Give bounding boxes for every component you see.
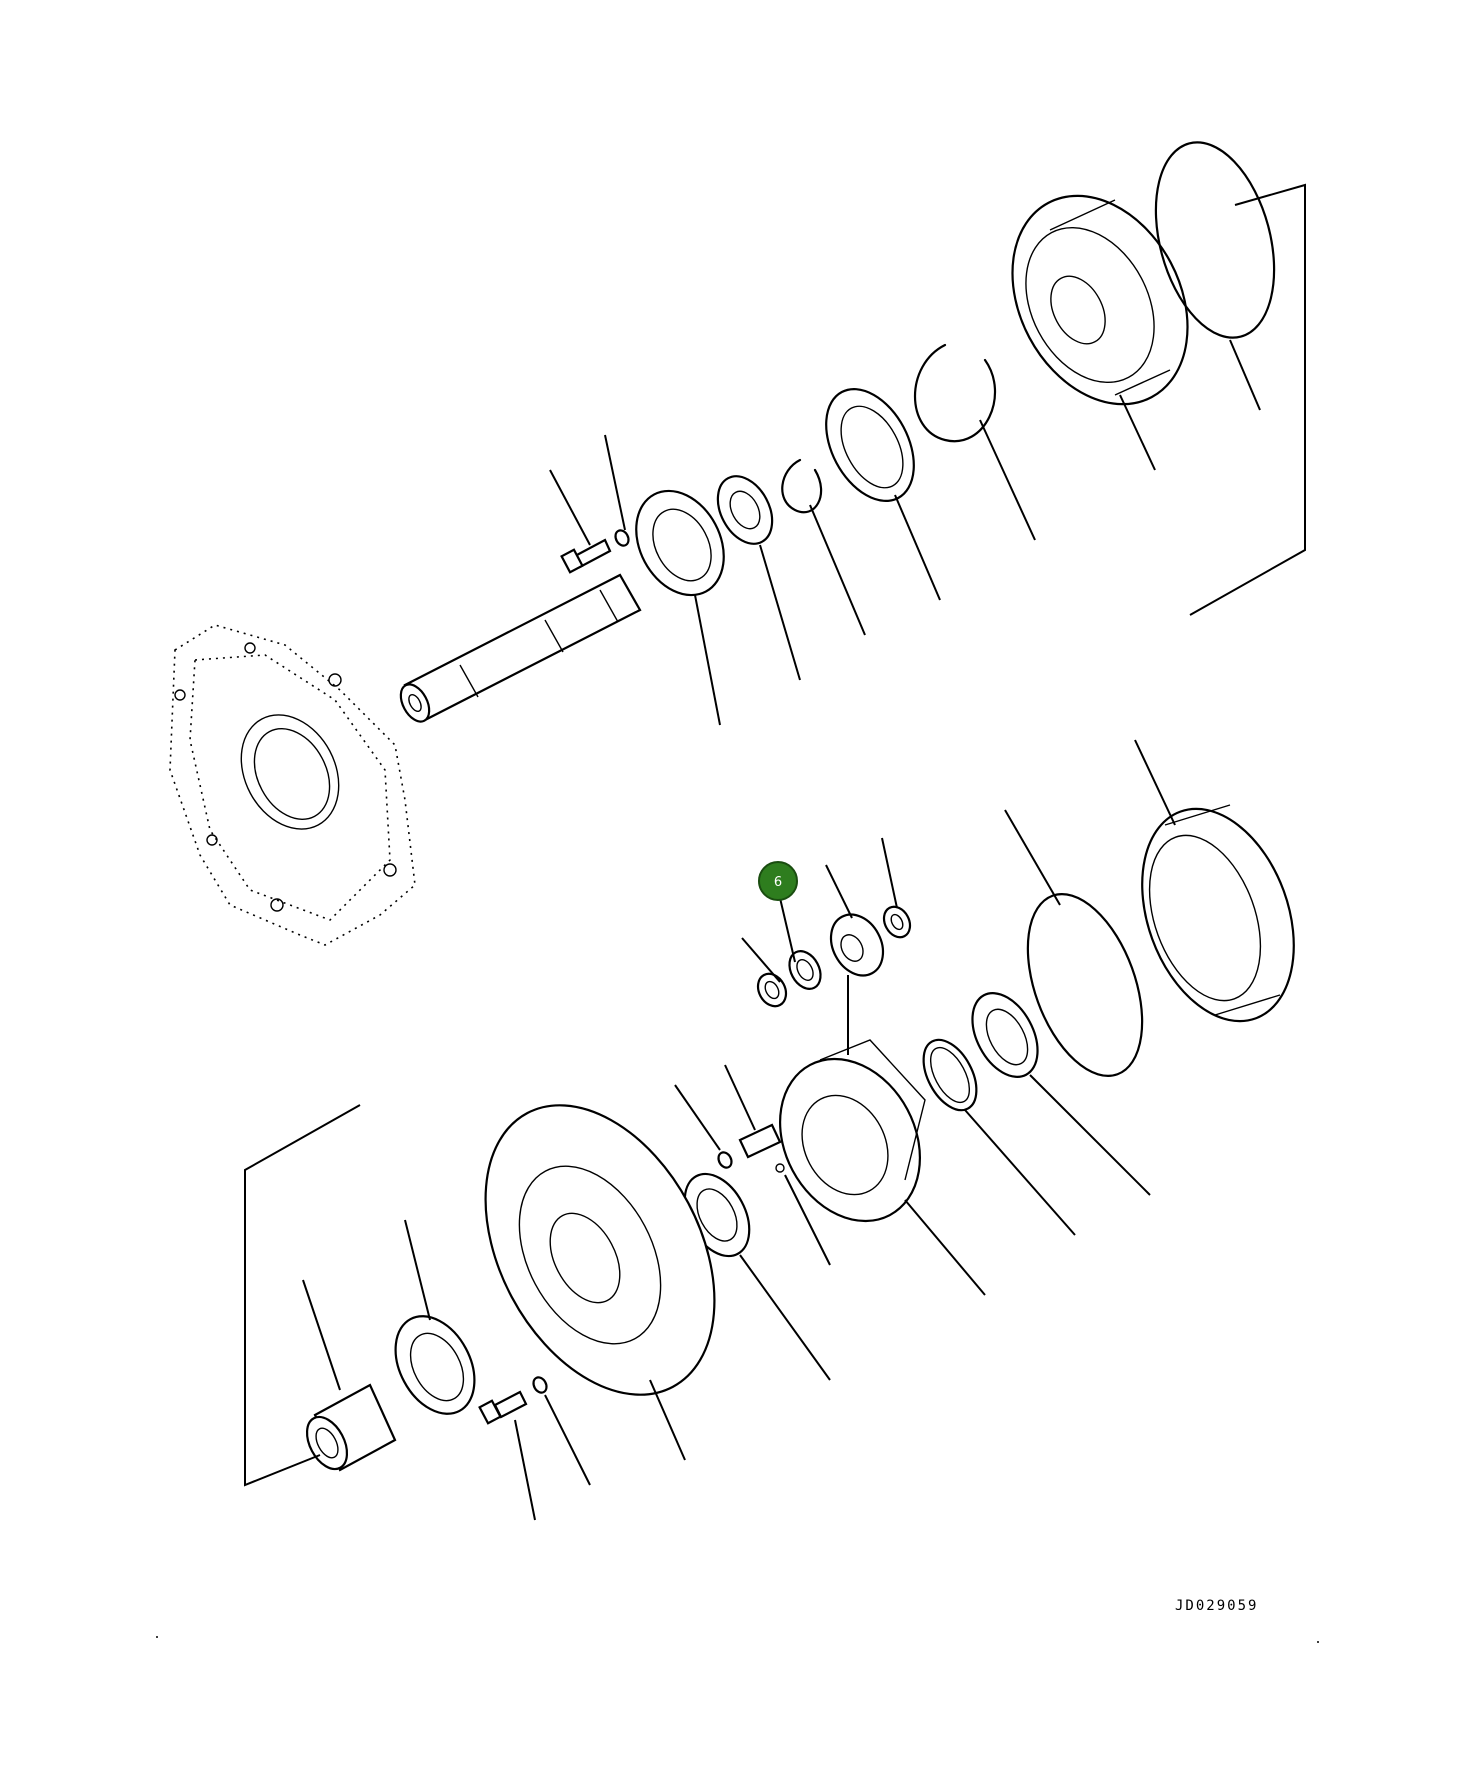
planet-pin bbox=[738, 1123, 782, 1159]
drawing-reference-code: JD029059 bbox=[1175, 1598, 1258, 1614]
thrust-washer-right bbox=[882, 905, 912, 939]
snap-ring-upper-small bbox=[781, 458, 823, 514]
housing-flange-plate bbox=[169, 624, 416, 946]
bolt-lower bbox=[478, 1390, 528, 1425]
corner-mark-left bbox=[156, 1636, 158, 1638]
corner-mark-right bbox=[1317, 1641, 1319, 1643]
planet-carrier bbox=[778, 1039, 926, 1223]
ring-gear-upper bbox=[1011, 194, 1189, 406]
planet-gear bbox=[829, 913, 885, 977]
ball-bearing-lower-right bbox=[971, 992, 1039, 1078]
needle-bearing bbox=[788, 950, 822, 990]
bolt-upper bbox=[560, 538, 612, 574]
ball-bearing-upper-large bbox=[825, 388, 915, 502]
drum-plate bbox=[484, 1104, 716, 1396]
o-ring-lower bbox=[1026, 893, 1144, 1077]
callout-6-label: 6 bbox=[774, 875, 782, 890]
callout-6[interactable]: 6 bbox=[758, 861, 798, 963]
washer-lower bbox=[532, 1376, 548, 1394]
upper-assembly bbox=[169, 141, 1306, 946]
seal-lower bbox=[394, 1315, 476, 1415]
snap-ring-upper-large bbox=[914, 343, 996, 443]
thrust-washer-left bbox=[756, 972, 788, 1008]
ball bbox=[775, 1163, 785, 1173]
leader-lines-upper bbox=[549, 183, 1306, 726]
washer-upper bbox=[614, 529, 630, 547]
retainer-plate-upper bbox=[635, 489, 725, 597]
snap-ring-lower bbox=[922, 1038, 978, 1112]
spring bbox=[717, 1151, 733, 1169]
splined-shaft bbox=[399, 573, 642, 723]
splined-coupling bbox=[305, 1383, 397, 1472]
ring-gear-lower bbox=[1141, 804, 1295, 1023]
ball-bearing-upper-small bbox=[716, 475, 774, 545]
o-ring-upper bbox=[1154, 141, 1276, 339]
lower-assembly: 6 bbox=[244, 739, 1295, 1521]
leader-lines-lower bbox=[244, 739, 1176, 1521]
